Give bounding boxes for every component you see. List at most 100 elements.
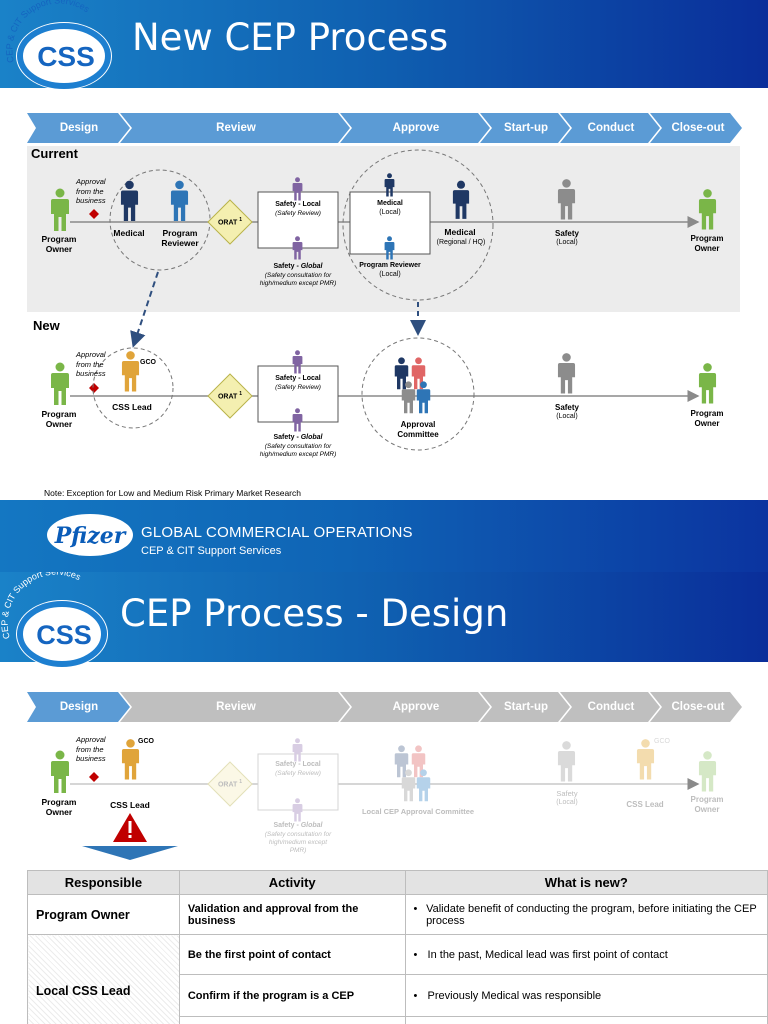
phase2-startup: Start-up	[503, 701, 549, 713]
new-gco-label: GCO	[140, 359, 156, 366]
design-program-owner-label: Program Owner	[41, 797, 77, 817]
responsibility-table: Responsible Activity What is new? Progra…	[27, 870, 768, 1024]
pfizer-logo-text: Pfizer	[54, 523, 127, 549]
logo2-text: CSS	[36, 620, 92, 650]
current-safety-local-label: Safety - Local	[275, 201, 321, 208]
current-medical-regional-label: Medical	[444, 227, 476, 237]
new-safety-sub: (Local)	[556, 413, 578, 420]
current-program-owner-end-label: Program Owner	[690, 234, 724, 253]
phase-bar: Design Review Approve Start-up Conduct C…	[0, 113, 768, 143]
cell-what-is-new: •In the past, Medical lead was first poi…	[404, 934, 768, 975]
css-logo: CSS CEP & CIT Support Services	[4, 0, 112, 90]
footnote: Note: Exception for Low and Medium Risk …	[44, 488, 301, 498]
phase-closeout: Close-out	[671, 122, 725, 134]
page-title-2: CEP Process - Design	[120, 592, 509, 635]
col-header-activity: Activity	[178, 870, 406, 895]
cell-responsible-merged: Local CSS Lead	[27, 934, 180, 1024]
current-orat-diamond	[207, 199, 253, 245]
current-approval-diamond	[89, 209, 99, 219]
connector-arrow-left	[130, 271, 159, 348]
phase2-conduct: Conduct	[587, 701, 635, 713]
design-safety-local-label: Safety - Local	[275, 761, 321, 768]
new-safety-label: Safety	[554, 403, 579, 412]
design-safety-global-note: (Safety consultation for high/medium exc…	[264, 831, 332, 854]
current-safety-label: Safety	[554, 229, 579, 238]
current-medical-regional-person	[452, 180, 470, 219]
new-program-owner-end-person	[698, 363, 717, 404]
slide2-header	[0, 572, 768, 662]
pfizer-logo: Pfizer	[47, 514, 133, 556]
cell-activity: Be the first point of contact	[178, 934, 406, 975]
current-reviewer-local-label: Program Reviewer	[359, 262, 421, 269]
phase2-review: Review	[216, 701, 256, 713]
design-program-owner-person	[51, 750, 69, 793]
new-program-owner-person	[51, 362, 69, 405]
current-safety-global-label: Safety - Global	[273, 263, 323, 270]
pfizer-footer-band: Pfizer GLOBAL COMMERCIAL OPERATIONS CEP …	[0, 500, 768, 572]
design-committee-label: Local CEP Approval Committee	[361, 807, 475, 816]
design-css-lead2-person	[636, 739, 655, 780]
design-css-lead2-label: CSS Lead	[626, 800, 664, 809]
design-committee-person-blue	[416, 769, 431, 802]
new-label: New	[33, 318, 60, 333]
new-approve-circle	[361, 337, 475, 451]
new-orat-diamond	[207, 373, 253, 419]
page-title: New CEP Process	[132, 16, 449, 59]
cell-activity-empty	[178, 1016, 406, 1024]
current-program-owner-person	[51, 188, 69, 231]
design-approval-diamond	[89, 772, 99, 782]
current-program-owner-label: Program Owner	[41, 234, 77, 254]
current-orat-label: ORAT 1	[217, 217, 243, 227]
design-orat-label: ORAT 1	[217, 779, 243, 789]
new-design-circle	[92, 347, 174, 429]
table-header-row: Responsible Activity What is new?	[27, 870, 768, 895]
phase-startup: Start-up	[503, 122, 549, 134]
current-safety-sub: (Local)	[556, 239, 578, 246]
design-css-lead-label: CSS Lead	[110, 800, 150, 810]
logo-text: CSS	[37, 41, 95, 72]
current-approve-circle	[342, 149, 494, 301]
current-safety-review-label: (Safety Review)	[275, 210, 321, 217]
phase-design: Design	[59, 122, 99, 134]
table-row	[28, 1016, 768, 1024]
current-reviewer-local-sub: (Local)	[379, 271, 401, 278]
design-program-owner-end-person	[698, 751, 717, 792]
design-gco2-label: GCO	[654, 738, 670, 745]
design-safety-sub: (Local)	[556, 799, 578, 806]
current-medical-local-sub: (Local)	[379, 209, 401, 216]
design-safety-label: Safety	[556, 789, 578, 798]
current-safety-global-note: (Safety consultation for high/medium exc…	[259, 272, 337, 287]
design-css-lead-person	[121, 739, 140, 780]
css-logo-2: CSS CEP & CIT Support Services	[0, 572, 108, 668]
table-row: Program Owner Validation and approval fr…	[27, 894, 768, 935]
table-row: Confirm if the program is a CEP •Previou…	[28, 974, 768, 1017]
new-safety-local-label: Safety - Local	[275, 375, 321, 382]
committee-person-blue	[416, 381, 431, 414]
new-approval-note: Approval from the business	[76, 350, 106, 378]
phase-conduct: Conduct	[587, 122, 635, 134]
design-safety-person	[557, 741, 576, 782]
current-medical-local-label: Medical	[377, 200, 403, 207]
phase2-closeout: Close-out	[671, 701, 725, 713]
band-title: GLOBAL COMMERCIAL OPERATIONS	[141, 524, 413, 541]
new-css-lead-person	[121, 351, 140, 392]
current-medical-person	[120, 180, 139, 221]
current-program-owner-end-person	[698, 189, 717, 230]
cell-what-is-new-empty	[404, 1016, 768, 1024]
phase-approve: Approve	[392, 122, 440, 134]
current-label: Current	[31, 146, 78, 161]
new-safety-global-label: Safety - Global	[273, 434, 323, 441]
design-safety-review-label: (Safety Review)	[275, 770, 321, 777]
table-row: Local CSS Lead Be the first point of con…	[27, 934, 768, 1024]
cell-responsible: Program Owner	[27, 894, 180, 935]
col-header-what-is-new: What is new?	[404, 870, 768, 895]
design-gco-label: GCO	[138, 738, 154, 745]
current-medical-regional-sub: (Regional / HQ)	[436, 239, 486, 246]
phase2-design: Design	[59, 701, 99, 713]
new-safety-global-note: (Safety consultation for high/medium exc…	[259, 443, 337, 458]
new-css-lead-label: CSS Lead	[112, 402, 152, 412]
design-program-owner-end-label: Program Owner	[690, 795, 724, 814]
design-safety-global-label: Safety - Global	[273, 822, 323, 829]
slide-header	[0, 0, 768, 88]
new-approval-diamond	[89, 383, 99, 393]
